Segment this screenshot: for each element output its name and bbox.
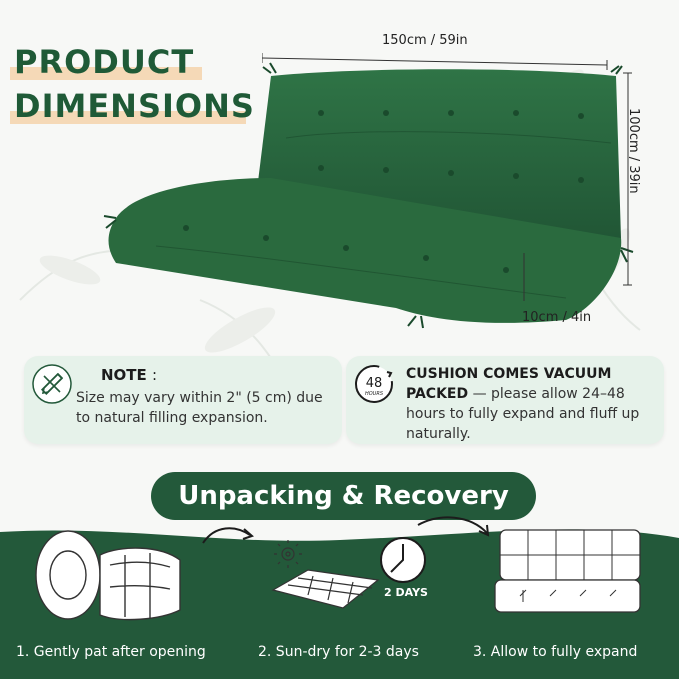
- section-title: Unpacking & Recovery: [151, 472, 536, 520]
- note-body: Size may vary within 2" (5 cm) due to na…: [76, 390, 323, 426]
- note-heading: NOTE :: [101, 366, 157, 384]
- rolled-cushion-illustration: [35, 530, 181, 621]
- depth-dimension-label: 10cm / 4in: [522, 310, 592, 325]
- arrow-1-icon: [202, 527, 254, 544]
- timer-number: 48: [366, 376, 383, 391]
- 48-hours-timer-icon: 48 HOURS: [354, 364, 394, 404]
- vacuum-body: — please allow 24–48 hours to fully expa…: [406, 386, 640, 442]
- title-line-1: PRODUCT: [14, 43, 195, 81]
- arrow-2-icon: [417, 516, 490, 537]
- days-badge: 2 DAYS: [381, 586, 431, 599]
- note-heading-separator: :: [152, 366, 158, 384]
- ruler-pencil-icon: [32, 364, 72, 404]
- title-line-2: DIMENSIONS: [14, 87, 255, 125]
- step-3-label: 3. Allow to fully expand: [473, 644, 638, 660]
- width-dimension-label: 150cm / 59in: [382, 33, 468, 48]
- sun-dry-cushion-illustration: [271, 540, 380, 609]
- vacuum-packed-card: 48 HOURS CUSHION COMES VACUUM PACKED — p…: [346, 356, 664, 444]
- step-2-label: 2. Sun-dry for 2-3 days: [258, 644, 419, 660]
- expanded-cushion-illustration: [494, 529, 641, 613]
- step-1-label: 1. Gently pat after opening: [16, 644, 206, 660]
- note-heading-text: NOTE: [101, 366, 147, 384]
- clock-icon: [380, 537, 426, 583]
- bench-cushion-illustration: [103, 62, 634, 329]
- note-card: NOTE : Size may vary within 2" (5 cm) du…: [24, 356, 342, 444]
- timer-caption: HOURS: [365, 391, 384, 397]
- vacuum-text: CUSHION COMES VACUUM PACKED — please all…: [406, 364, 658, 444]
- dimension-lines: [262, 53, 632, 301]
- height-dimension-label: 100cm / 39in: [626, 108, 641, 194]
- page-title: PRODUCT DIMENSIONS: [10, 40, 255, 128]
- vacuum-heading: CUSHION COMES VACUUM PACKED: [406, 366, 612, 402]
